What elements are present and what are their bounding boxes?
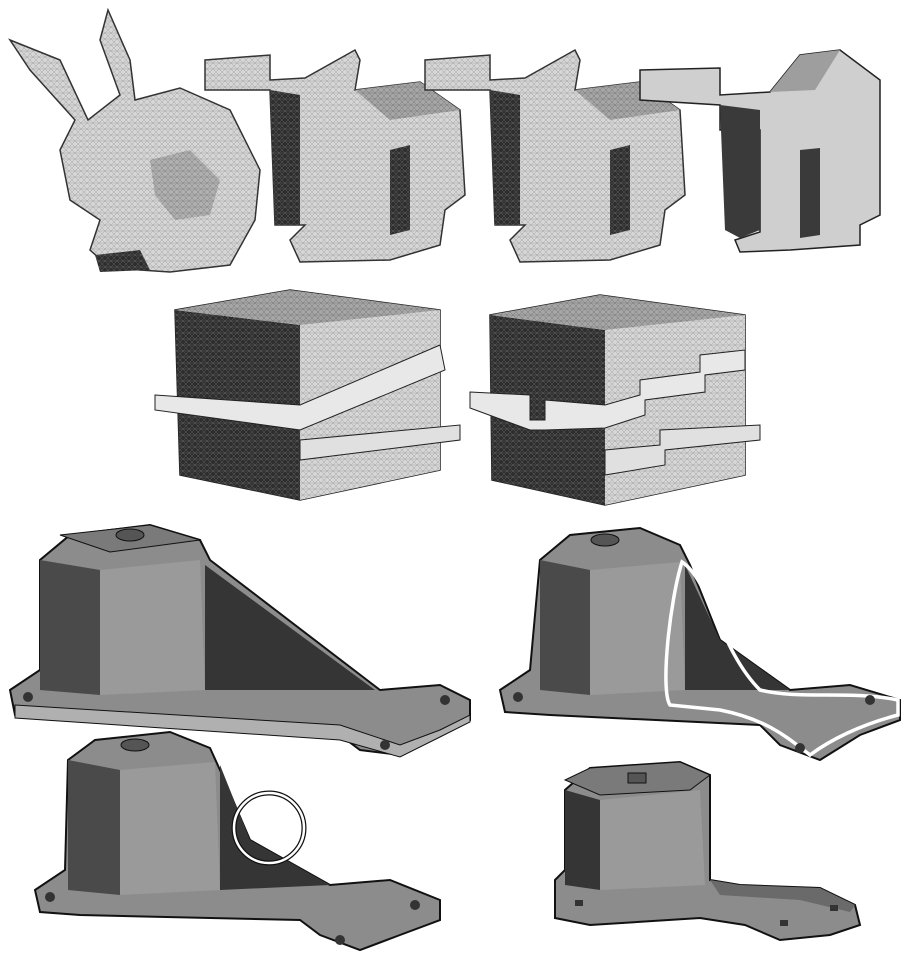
bunny-polycube-3: [639, 49, 881, 253]
bracket-original: [8, 523, 471, 758]
cube-stepped-groove: [469, 294, 761, 506]
bracket-circled-defect: [33, 730, 441, 952]
bunny-polycube-2: [424, 48, 686, 263]
bracket-highlighted-rib: [498, 526, 901, 762]
cube-slanted-groove: [154, 289, 461, 501]
bracket-polycube: [554, 760, 862, 942]
bunny-polycube-1: [204, 48, 466, 263]
bunny-original: [8, 7, 261, 273]
